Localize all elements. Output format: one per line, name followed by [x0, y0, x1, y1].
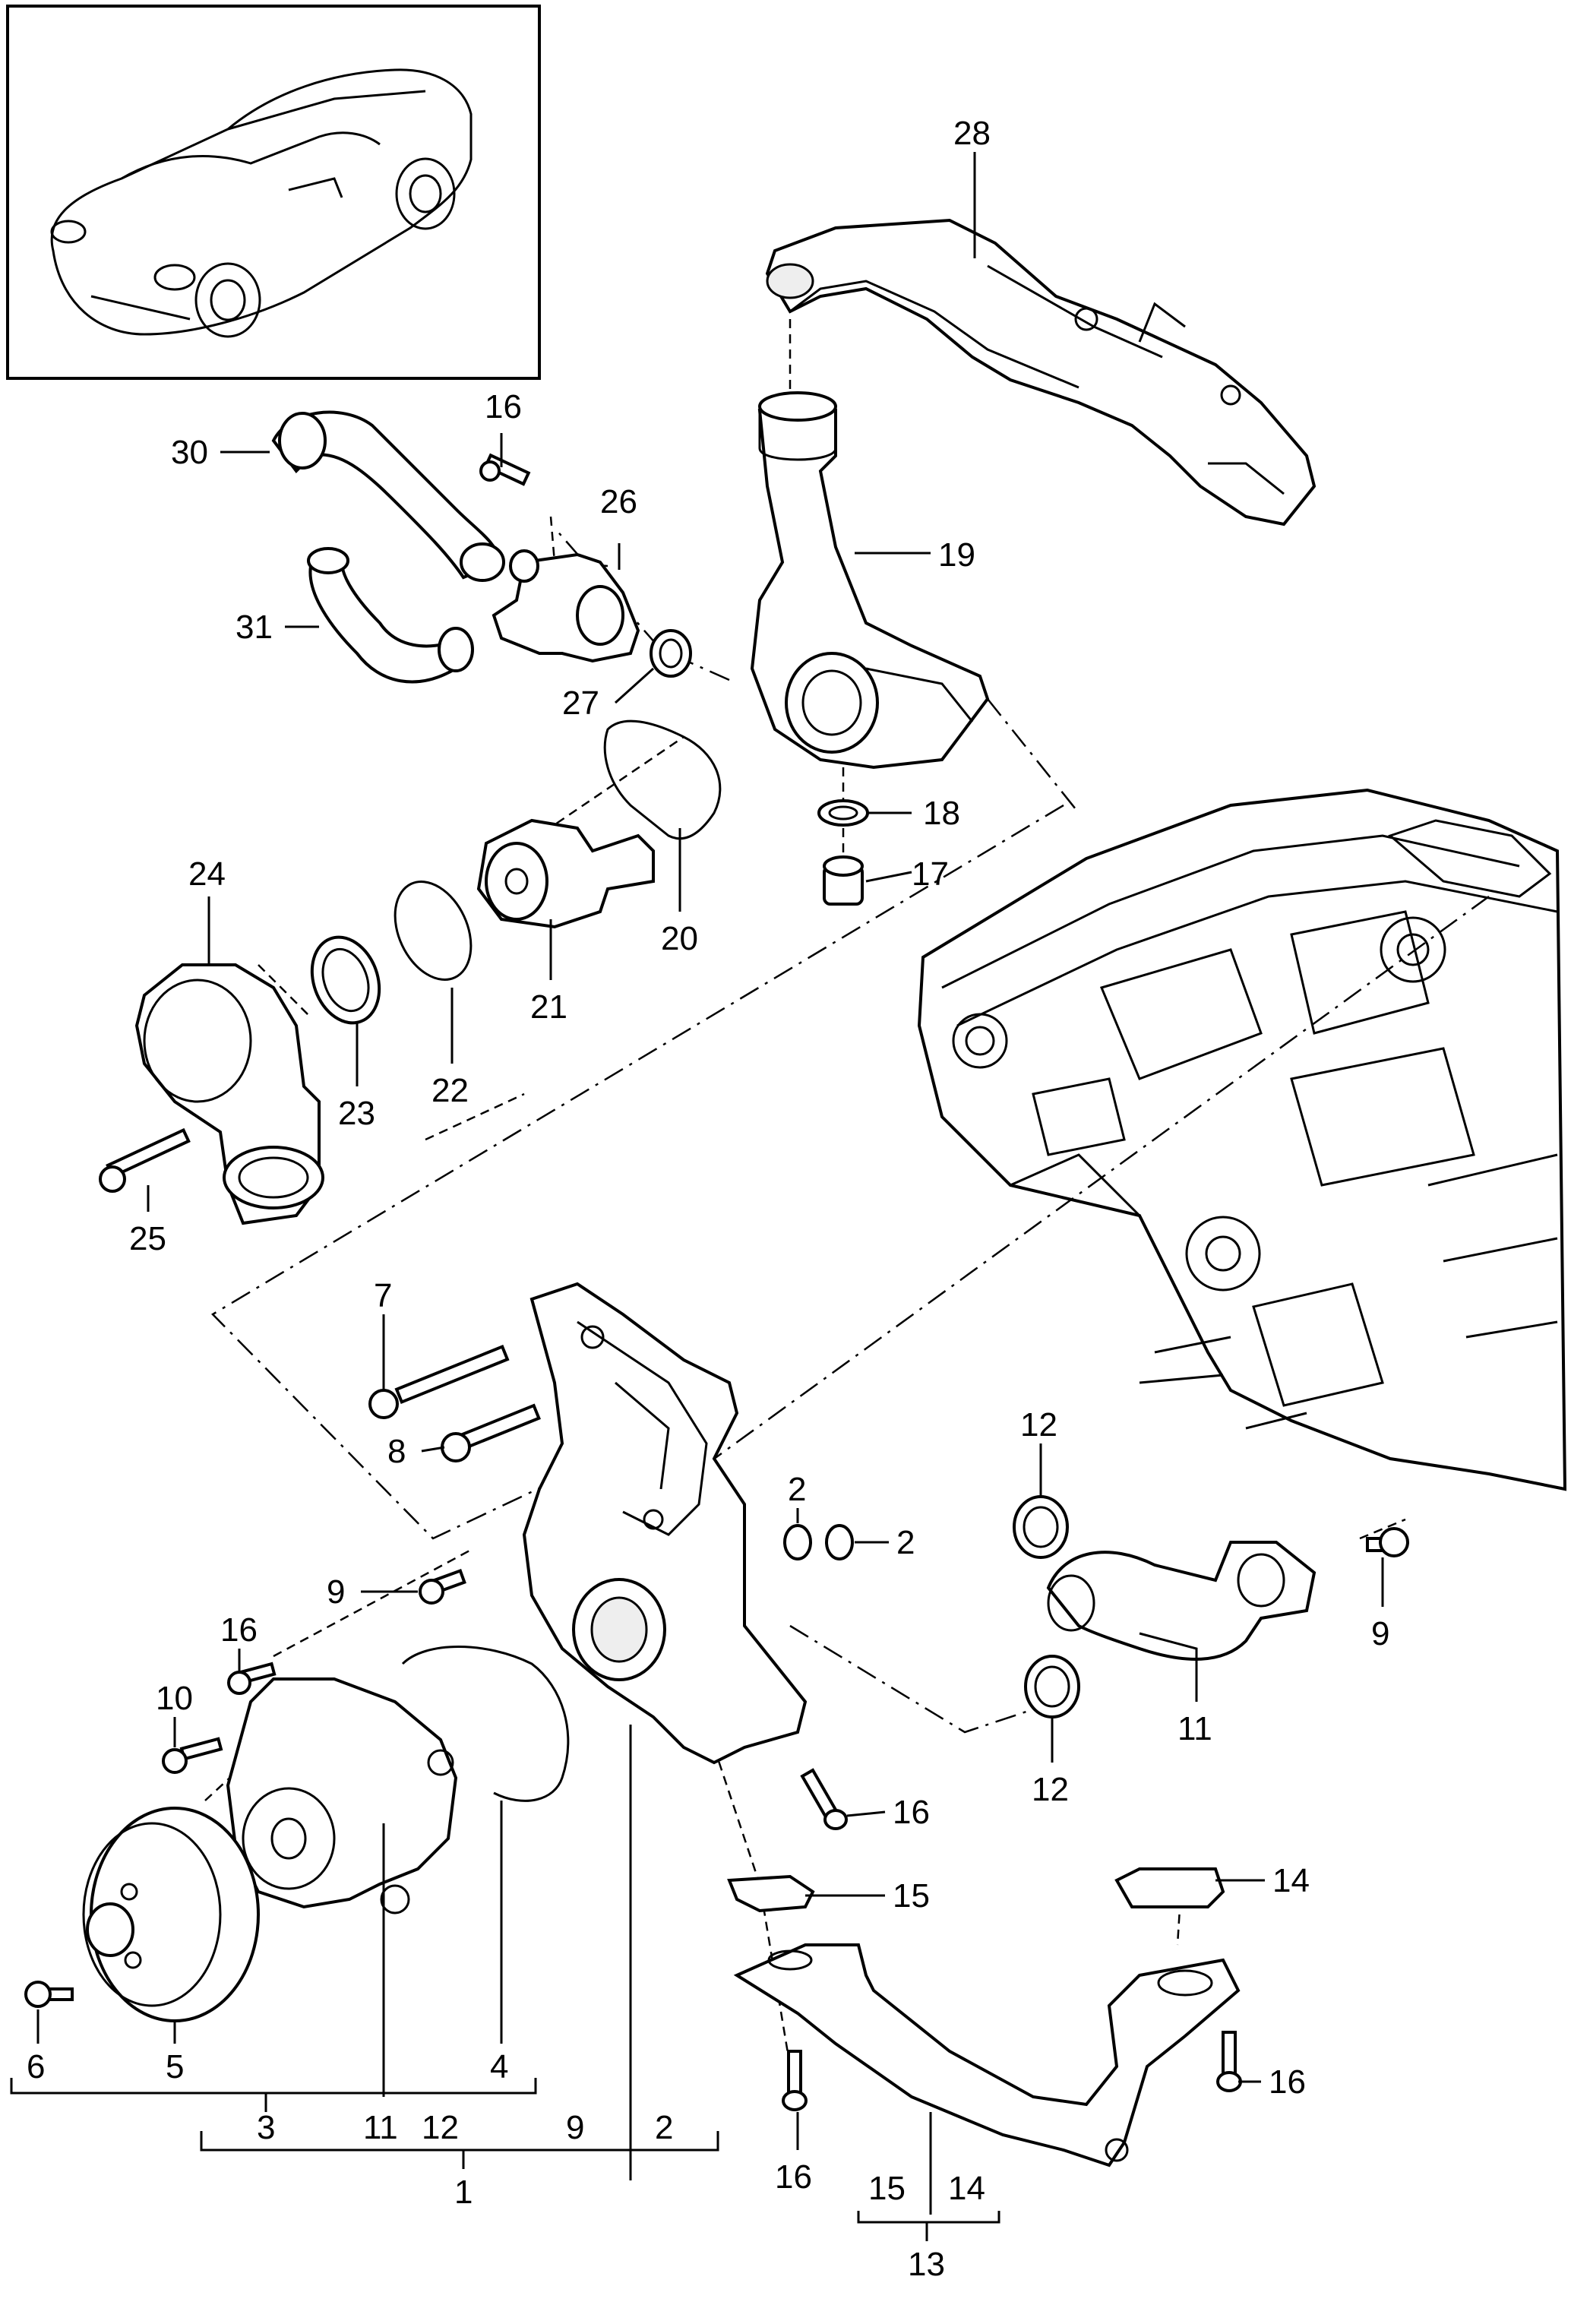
callout-19: 19 [938, 536, 975, 574]
callout-4: 4 [490, 2048, 508, 2085]
group-label-1: 1 [454, 2174, 473, 2211]
group-member-15: 15 [868, 2170, 906, 2207]
callout-10: 10 [156, 1680, 193, 1717]
callout-16-pump: 16 [220, 1611, 258, 1649]
group-member-9: 9 [566, 2109, 584, 2146]
group-label-3: 3 [257, 2109, 275, 2146]
callout-16-pipe-left: 16 [775, 2158, 812, 2196]
group-member-11: 11 [363, 2109, 398, 2146]
callout-15: 15 [893, 1877, 930, 1915]
group-bracket-3 [10, 2078, 537, 2112]
bolt-part-9-left [419, 1569, 466, 1605]
bolt-part-16-pump [227, 1662, 277, 1695]
engine-block [917, 788, 1567, 1491]
connector-part-26 [492, 549, 640, 663]
callout-16-housing: 16 [893, 1794, 930, 1831]
water-pump-part-3 [226, 1677, 458, 1915]
callout-25: 25 [129, 1220, 166, 1257]
leader-lines [36, 152, 1384, 2215]
pulley-part-5 [82, 1807, 260, 2022]
group-member-12: 12 [422, 2109, 459, 2146]
bolt-part-25 [99, 1127, 191, 1193]
callout-9-right: 9 [1371, 1615, 1389, 1652]
thermostat-housing-part-19 [750, 391, 990, 770]
pipe-part-11 [1046, 1541, 1317, 1661]
callout-31: 31 [235, 609, 273, 646]
callout-27: 27 [562, 685, 599, 722]
callout-26: 26 [600, 483, 637, 520]
callout-16-pipe-right: 16 [1269, 2063, 1306, 2101]
callout-labels: 28 16 26 30 19 31 27 18 17 24 20 21 22 2… [27, 115, 1389, 2283]
seal-ring-part-27 [650, 629, 692, 678]
callout-11: 11 [1177, 1710, 1212, 1747]
hose-part-30 [271, 410, 505, 582]
callout-5: 5 [166, 2048, 184, 2085]
thermostat-cover-part-24 [134, 963, 324, 1225]
callout-18: 18 [923, 795, 960, 832]
callout-12-top: 12 [1020, 1406, 1057, 1443]
bolt-part-16-pipe-left [782, 2050, 808, 2111]
seal-part-18 [817, 799, 869, 827]
bolt-part-9-right [1366, 1527, 1409, 1557]
bolt-part-16-pipe-right [1216, 2031, 1242, 2092]
bolt-part-16-housing [800, 1768, 848, 1830]
assembly-lines [113, 319, 1490, 2067]
callout-8: 8 [387, 1433, 406, 1470]
group-member-14: 14 [948, 2170, 985, 2207]
callout-17: 17 [912, 855, 949, 893]
seal-part-12-bottom [1024, 1655, 1080, 1718]
callout-21: 21 [530, 988, 567, 1026]
callout-20: 20 [661, 920, 698, 957]
gasket-part-20 [603, 719, 722, 840]
vehicle-thumbnail [6, 5, 541, 380]
callout-28: 28 [953, 115, 991, 152]
gasket-part-4 [401, 1646, 570, 1802]
callout-16-top: 16 [485, 388, 522, 425]
callout-23: 23 [338, 1095, 375, 1132]
pipe-part-13 [733, 1943, 1241, 2167]
bolt-part-6 [24, 1981, 74, 2008]
bolt-part-8 [441, 1403, 541, 1462]
bolt-part-10 [162, 1737, 223, 1774]
seal-part-2-a [783, 1524, 812, 1560]
pump-housing-bracket [522, 1282, 808, 1765]
callout-6: 6 [27, 2048, 45, 2085]
o-ring-part-22 [394, 881, 473, 981]
seal-ring-part-23 [310, 935, 381, 1025]
seal-part-2-b [825, 1524, 854, 1560]
callout-2-a: 2 [788, 1471, 806, 1508]
plug-part-17 [823, 855, 864, 906]
bolt-part-16-top [479, 453, 531, 486]
callout-30: 30 [171, 434, 208, 471]
callout-9-left: 9 [327, 1573, 345, 1611]
group-label-13: 13 [908, 2246, 945, 2283]
coolant-cross-pipe-part-28 [765, 218, 1317, 526]
gasket-part-15 [727, 1874, 815, 1913]
callout-2-b: 2 [896, 1524, 915, 1561]
callout-22: 22 [431, 1072, 469, 1109]
callout-24: 24 [188, 855, 226, 893]
hose-part-31 [307, 547, 474, 684]
seal-part-12-top [1013, 1495, 1069, 1559]
group-member-2: 2 [655, 2109, 673, 2146]
thermostat-part-21 [476, 818, 655, 929]
group-bracket-1 [200, 2131, 719, 2169]
callout-14: 14 [1272, 1862, 1310, 1899]
bolt-part-7 [368, 1344, 510, 1419]
group-bracket-13 [857, 2211, 1000, 2241]
gasket-part-14 [1114, 1867, 1225, 1908]
callout-12-bottom: 12 [1032, 1771, 1069, 1808]
callout-7: 7 [374, 1277, 392, 1314]
